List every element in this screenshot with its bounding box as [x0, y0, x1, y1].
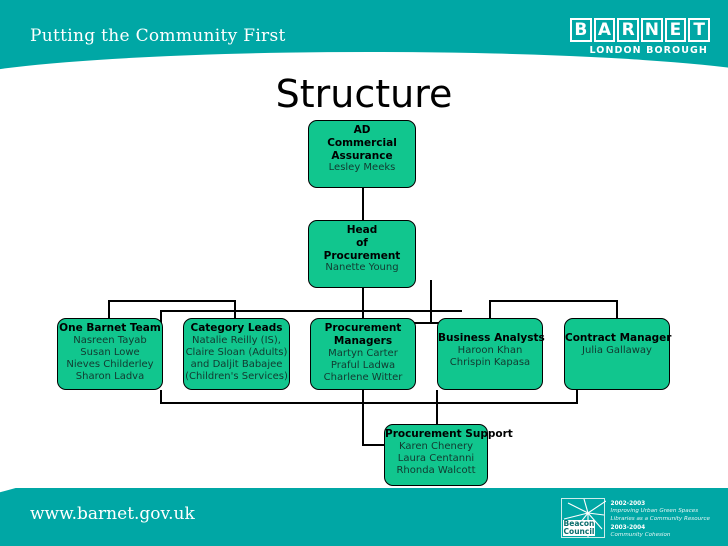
connector-one-barnet-drop [108, 300, 110, 324]
node-person: Nanette Young [325, 262, 399, 274]
award-years-2: 2003-2004 [610, 525, 646, 532]
node-person: and Daljit Babajee [190, 359, 283, 371]
beacon-star-mark: Beacon Council [560, 498, 606, 538]
connector-support-top-drop [436, 390, 438, 424]
node-person: Nasreen Tayab [73, 334, 147, 346]
node-title-line: Head [346, 224, 378, 236]
node-title-line: One Barnet Team [59, 322, 161, 334]
node-person: (Children's Services) [185, 371, 288, 383]
logo-letter-b: B [569, 18, 592, 42]
connector-bottom-left-riser [160, 390, 162, 404]
logo-letter-t: T [688, 18, 710, 42]
node-title-line: Managers [333, 334, 393, 347]
logo-letter-r: R [617, 18, 639, 42]
node-procurement-support[interactable]: Procurement Support Karen Chenery Laura … [384, 424, 513, 486]
node-business-analysts[interactable]: Business Analysts Haroon Khan Chrispin K… [437, 318, 545, 390]
connector-ad-to-head [362, 187, 364, 220]
connector-support-in [362, 444, 384, 446]
connector-left-top-bar [108, 300, 236, 302]
beacon-council-logo: Beacon Council 2002-2003 Improving Urban… [560, 498, 710, 540]
node-person: Susan Lowe [80, 346, 140, 358]
node-person: Julia Gallaway [582, 344, 652, 356]
node-person: Sharon Ladva [75, 371, 145, 383]
node-person: Praful Ladwa [330, 359, 396, 371]
connector-head-right-vert [430, 280, 432, 324]
node-title-line: Procurement [324, 322, 402, 334]
node-person: Karen Chenery [398, 440, 474, 452]
award-item-2a: Community Cohesion [610, 532, 671, 539]
node-ad-commercial-assurance[interactable]: AD Commercial Assurance Lesley Meeks [308, 120, 416, 188]
connector-spacer [430, 300, 432, 302]
node-contract-manager[interactable]: Contract Manager Julia Gallaway [564, 318, 672, 390]
barnet-logo-letters: B A R N E T [569, 18, 710, 42]
node-title-line: Procurement [323, 249, 401, 262]
connector-right-top-bar [489, 300, 617, 302]
logo-letter-n: N [640, 18, 663, 42]
node-title-line: Assurance [331, 149, 393, 162]
node-title-line: Procurement Support [385, 428, 513, 440]
barnet-logo: B A R N E T LONDON BOROUGH [569, 18, 710, 56]
footer-website-url[interactable]: www.barnet.gov.uk [30, 504, 195, 524]
node-procurement-managers[interactable]: Procurement Managers Martyn Carter Prafu… [310, 318, 416, 390]
beacon-word-line1: Beacon [563, 519, 595, 529]
page-title: Structure [275, 72, 453, 116]
node-person: Nieves Childerley [66, 359, 154, 371]
slide-footer: www.barnet.gov.uk Beacon [0, 488, 728, 546]
connector-business-analysts-drop [489, 300, 491, 324]
beacon-word-line2: Council [563, 527, 595, 537]
beacon-awards-text: 2002-2003 Improving Urban Green Spaces L… [611, 498, 710, 540]
node-title-line: Business Analysts [438, 332, 545, 344]
node-person: Haroon Khan [457, 344, 523, 356]
node-person: Chrispin Kapasa [449, 356, 531, 368]
node-title-line: Commercial [327, 136, 397, 149]
node-title-line: Category Leads [190, 322, 283, 334]
connector-category-leads-drop [160, 310, 162, 324]
logo-letter-e: E [664, 18, 687, 42]
connector-support-vert-center [362, 390, 364, 445]
connector-contract-manager-drop [616, 300, 618, 324]
slide-header: Putting the Community First B A R N E T … [0, 0, 728, 70]
logo-subtitle: LONDON BOROUGH [589, 45, 708, 56]
header-curve-decoration [0, 52, 728, 70]
logo-letter-a: A [593, 18, 616, 42]
node-person: Martyn Carter [328, 347, 398, 359]
node-person: Charlene Witter [323, 371, 403, 383]
node-person: Laura Centanni [397, 452, 475, 464]
connector-mid-bar [160, 310, 462, 312]
connector-bottom-right-riser [576, 390, 578, 404]
node-title-line: of [356, 236, 368, 249]
header-tagline: Putting the Community First [30, 26, 286, 46]
node-one-barnet-team[interactable]: One Barnet Team Nasreen Tayab Susan Lowe… [57, 318, 163, 390]
beacon-council-wordmark: Beacon Council [562, 519, 596, 537]
node-person: Natalie Reilly (IS), [192, 334, 281, 346]
node-person: Rhonda Walcott [396, 465, 476, 477]
node-head-of-procurement[interactable]: Head of Procurement Nanette Young [308, 220, 416, 288]
award-years-1: 2002-2003 [610, 501, 646, 507]
node-person: Lesley Meeks [328, 162, 396, 174]
node-title-line: Contract Manager [565, 332, 672, 344]
award-item-1a: Improving Urban Green Spaces [610, 508, 699, 515]
connector-bottom-bar [160, 402, 578, 404]
node-title-line: AD [353, 124, 371, 136]
award-item-1b: Libraries as a Community Resource [610, 516, 710, 523]
connector-head-down [362, 287, 364, 324]
node-person: Claire Sloan (Adults) [185, 346, 288, 358]
node-category-leads[interactable]: Category Leads Natalie Reilly (IS), Clai… [183, 318, 290, 390]
